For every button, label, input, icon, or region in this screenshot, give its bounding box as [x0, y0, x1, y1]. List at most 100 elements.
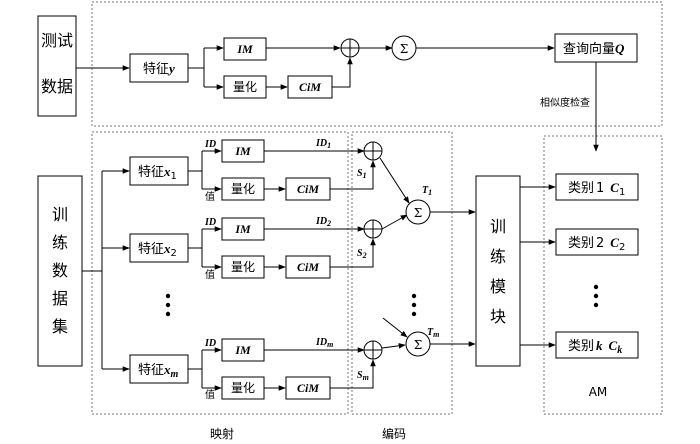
test-data-box [37, 15, 77, 117]
test-data-label-1: 测试 [41, 31, 73, 50]
ellipsis-dot [411, 293, 417, 299]
ellipsis-dot [165, 293, 171, 299]
train-module-char-3: 模 [490, 277, 506, 296]
class-1-label: 类别 [568, 181, 594, 196]
cim-label-row1: CiM [297, 182, 319, 196]
cim-label-rowm: CiM [297, 381, 319, 395]
t-sub-m: m [433, 330, 439, 339]
class-1-c: C [610, 180, 619, 195]
feature-x1-box [129, 156, 189, 186]
class-1-c-sub: 1 [619, 187, 625, 198]
ellipsis-dot [593, 284, 599, 290]
val-label-row1: 值 [205, 190, 215, 203]
class-k-c: C [609, 338, 618, 353]
svg-text:特征y: 特征y [143, 61, 175, 77]
svg-text:S1: S1 [357, 168, 367, 180]
idn-label-row1: ID [315, 138, 327, 149]
class-2-c: C [610, 235, 619, 250]
t-sub-1: 1 [428, 188, 432, 197]
train-data-char-2: 练 [52, 233, 68, 252]
mapping-label: 映射 [210, 426, 234, 441]
val-label-rowm: 值 [205, 388, 215, 401]
im-label-row2: IM [234, 222, 251, 236]
class-k-box [555, 331, 639, 359]
class-2-c-sub: 2 [619, 242, 625, 253]
feature-y-var: y [167, 61, 175, 76]
test-data-label-2: 数据 [41, 77, 73, 96]
s-sub-row2: 2 [362, 251, 367, 260]
t-label-m: T [427, 327, 434, 338]
svg-text:Sm: Sm [357, 370, 369, 382]
class-k-num: k [596, 338, 603, 353]
class-1-num: 1 [596, 181, 604, 196]
svg-text:ID2: ID2 [315, 216, 331, 228]
train-data-char-3: 数 [52, 261, 68, 280]
quant-label-row2: 量化 [231, 260, 255, 274]
quant-label-test: 量化 [233, 80, 257, 94]
ellipsis-dot [411, 311, 417, 317]
class-2-label: 类别 [568, 236, 594, 251]
mapping-region [91, 131, 349, 415]
svg-text:Tm: Tm [427, 327, 439, 339]
feature-y-label: 特征 [143, 62, 169, 77]
train-module-box [475, 175, 521, 367]
id-label-row2: ID [204, 217, 216, 228]
idn-label-row2: ID [315, 216, 327, 227]
class-1-box [555, 173, 639, 201]
im-label-rowm: IM [234, 343, 251, 357]
s-label-row1: S [357, 168, 363, 179]
class-2-num: 2 [596, 236, 604, 251]
feature-x2-label: 特征 [138, 242, 164, 257]
idn-sub-row2: 2 [326, 219, 331, 228]
am-region [543, 135, 663, 415]
feature-y-box [129, 53, 189, 83]
sum-symbol-test: Σ [400, 42, 408, 56]
svg-text:ID1: ID1 [315, 138, 331, 150]
train-data-char-4: 据 [52, 289, 68, 308]
sum-symbol-t1: Σ [414, 206, 422, 220]
svg-text:特征x2: 特征x2 [138, 241, 177, 259]
val-label-row2: 值 [205, 268, 215, 281]
svg-text:IDm: IDm [315, 337, 333, 349]
ellipsis-dot [593, 293, 599, 299]
cim-label-row2: CiM [297, 260, 319, 274]
feature-x2-sub: 2 [171, 248, 177, 259]
ellipsis-dot [165, 311, 171, 317]
idn-label-rowm: ID [315, 337, 327, 348]
id-label-rowm: ID [204, 338, 216, 349]
query-vector-var: Q [615, 41, 625, 56]
ellipsis-dot [411, 302, 417, 308]
quant-label-row1: 量化 [231, 182, 255, 196]
feature-x1-var: x [163, 164, 171, 179]
feature-x2-var: x [163, 241, 171, 256]
train-module-char-2: 练 [490, 247, 506, 266]
svg-text:S2: S2 [357, 248, 367, 260]
feature-xm-var: x [163, 362, 171, 377]
train-data-box [37, 175, 83, 367]
train-module-char-4: 块 [490, 307, 506, 326]
s-sub-row1: 1 [363, 171, 367, 180]
encoding-label: 编码 [382, 426, 406, 441]
im-box-test [223, 37, 267, 61]
s-label-rowm: S [357, 370, 363, 381]
class-k-c-sub: k [617, 345, 622, 356]
test-region [91, 1, 663, 127]
feature-x1-sub: 1 [171, 171, 177, 182]
svg-text:T1: T1 [422, 185, 432, 197]
im-label-row1: IM [234, 144, 251, 158]
train-data-char-1: 训 [52, 205, 68, 224]
svg-text:特征xm: 特征xm [138, 362, 179, 380]
feature-xm-label: 特征 [138, 363, 164, 378]
ellipsis-dot [165, 302, 171, 308]
svg-text:特征x1: 特征x1 [138, 164, 177, 182]
encoding-region [351, 131, 453, 415]
class-k-label: 类别 [568, 339, 594, 354]
feature-x1-label: 特征 [138, 165, 164, 180]
svg-text:查询向量Q: 查询向量Q [563, 41, 625, 57]
im-label-test: IM [236, 42, 253, 56]
sum-symbol-tm: Σ [414, 338, 422, 352]
cim-label-test: CiM [299, 80, 321, 94]
